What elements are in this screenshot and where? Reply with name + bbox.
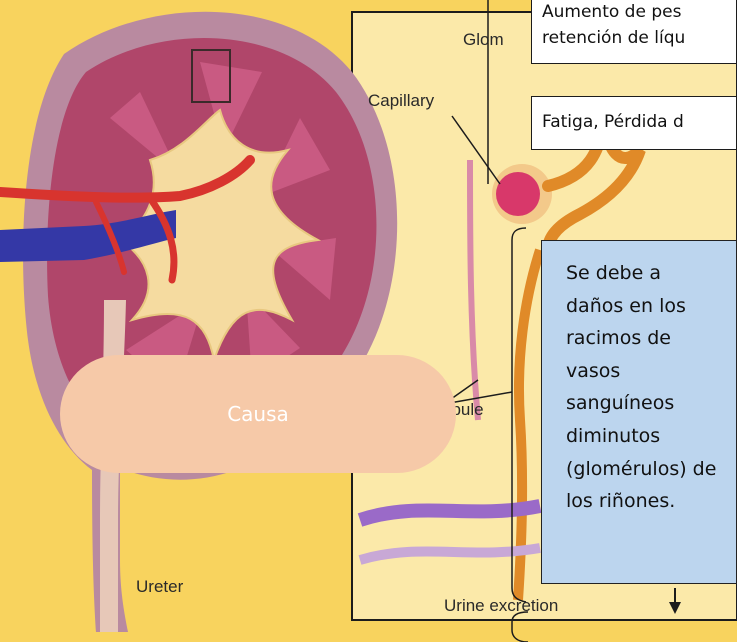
kidney-pyramid [270,238,336,300]
callout-fatigue: Fatiga, Pérdida d [531,96,737,150]
label-glom: Glom [463,30,504,49]
renal-artery-branch [93,199,127,275]
label-ureter: Ureter [136,577,184,596]
renal-pelvis [118,108,322,364]
glomerulus [496,172,540,216]
proximal-tubule [542,119,646,256]
note-line: vasos [566,359,621,382]
cause-description-note: Se debe a daños en los racimos de vasos … [541,240,737,584]
note-line: diminutos [566,424,661,447]
callout-line: Fatiga, Pérdida d [542,112,684,132]
loop-of-henle [513,248,545,601]
note-line: (glomérulos) de [566,457,717,480]
note-bracket [511,227,527,603]
tubule-pointer [443,391,513,405]
callout-weight-gain: Aumento de pes retención de líqu [531,0,737,64]
kidney-pyramid [200,62,262,150]
label-capillary: Capillary [368,91,435,110]
callout-line: retención de líqu [542,28,686,48]
capillary-vessel [357,499,542,527]
sample-box [191,49,231,103]
kidney-pyramid [126,300,204,392]
kidney-pyramid [262,118,330,196]
renal-vein [0,210,176,262]
note-line: los riñones. [566,490,676,513]
note-line: Se debe a [566,262,661,284]
cause-label: Causa [227,402,289,426]
callout-line: Aumento de pes [542,2,682,22]
urine-arrow-icon [669,602,681,614]
renal-artery-branch [146,194,178,284]
collecting-duct [467,159,481,421]
note-line: sanguíneos [566,392,675,415]
capillary-vessel [358,543,541,565]
note-line: daños en los [566,294,686,317]
label-urine-excretion: Urine excretion [444,596,559,615]
cause-pill: Causa [60,355,456,473]
note-line: racimos de [566,327,672,350]
renal-artery [0,155,255,203]
capillary-pointer [451,115,501,185]
excretion-bracket [511,611,529,642]
